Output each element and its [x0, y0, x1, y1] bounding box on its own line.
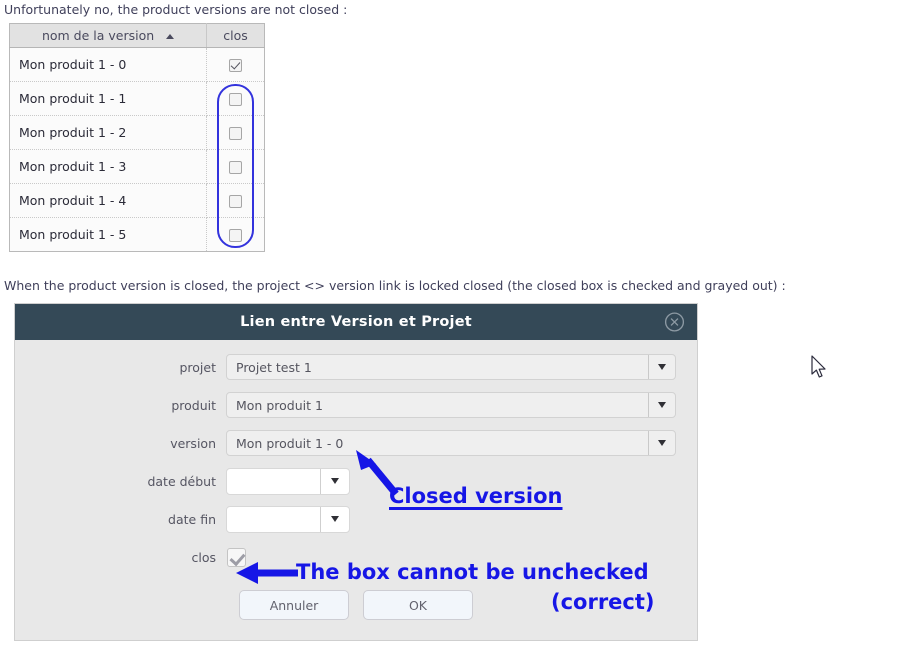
table-row[interactable]: Mon produit 1 - 2: [9, 115, 265, 150]
version-name-cell: Mon produit 1 - 5: [9, 217, 208, 252]
version-name-cell: Mon produit 1 - 0: [9, 47, 208, 82]
clos-checkbox-disabled: [227, 547, 246, 567]
chevron-down-icon: [658, 440, 666, 446]
checkbox-unchecked-icon[interactable]: [229, 127, 243, 140]
select-produit-arrow[interactable]: [648, 393, 675, 417]
dialog-header: Lien entre Version et Projet: [15, 304, 697, 340]
caption-top: Unfortunately no, the product versions a…: [4, 2, 348, 17]
form-row-date-debut: date début: [15, 467, 697, 495]
select-projet-value: Projet test 1: [236, 359, 312, 375]
table-row[interactable]: Mon produit 1 - 4: [9, 183, 265, 218]
select-produit[interactable]: Mon produit 1: [226, 392, 676, 418]
table-row[interactable]: Mon produit 1 - 0: [9, 47, 265, 82]
cancel-button[interactable]: Annuler: [239, 590, 349, 620]
dialog-title: Lien entre Version et Projet: [240, 314, 472, 330]
select-version-value: Mon produit 1 - 0: [236, 435, 344, 451]
date-debut-arrow[interactable]: [320, 468, 349, 494]
checkbox-checked-icon[interactable]: [229, 59, 243, 72]
version-closed-cell[interactable]: [206, 149, 265, 184]
select-projet-arrow[interactable]: [648, 355, 675, 379]
label-produit: produit: [171, 397, 216, 413]
version-closed-cell[interactable]: [206, 115, 265, 150]
form-row-version: version Mon produit 1 - 0: [15, 430, 697, 456]
chevron-down-icon: [331, 478, 339, 484]
label-projet: projet: [179, 359, 216, 375]
column-header-version-name-label: nom de la version: [41, 28, 155, 43]
label-version: version: [170, 435, 216, 451]
table-row[interactable]: Mon produit 1 - 5: [9, 217, 265, 252]
version-name-cell: Mon produit 1 - 4: [9, 183, 208, 218]
table-header-row: nom de la version clos: [9, 23, 265, 48]
checkbox-unchecked-icon[interactable]: [229, 195, 243, 208]
ok-button[interactable]: OK: [363, 590, 473, 620]
version-closed-cell[interactable]: [206, 81, 265, 116]
version-project-link-dialog: Lien entre Version et Projet projet Proj…: [14, 303, 698, 641]
dialog-button-bar: Annuler OK: [15, 590, 697, 624]
chevron-down-icon: [658, 364, 666, 370]
label-date-debut: date début: [147, 473, 216, 489]
column-header-closed-label: clos: [223, 28, 248, 43]
date-debut-input[interactable]: [226, 467, 350, 495]
column-header-closed[interactable]: clos: [206, 23, 265, 48]
dialog-body: projet Projet test 1 produit Mon produit…: [15, 340, 697, 640]
versions-table: nom de la version clos Mon produit 1 - 0…: [9, 23, 265, 252]
form-row-date-fin: date fin: [15, 505, 697, 533]
caption-middle: When the product version is closed, the …: [4, 278, 786, 293]
table-row[interactable]: Mon produit 1 - 1: [9, 81, 265, 116]
select-version[interactable]: Mon produit 1 - 0: [226, 430, 676, 456]
select-projet[interactable]: Projet test 1: [226, 354, 676, 380]
form-row-clos: clos: [15, 544, 697, 570]
version-name-cell: Mon produit 1 - 3: [9, 149, 208, 184]
annotation-correct: (correct): [551, 590, 655, 614]
annotation-cannot-uncheck: The box cannot be unchecked: [296, 560, 649, 584]
checkbox-unchecked-icon[interactable]: [229, 161, 243, 174]
version-closed-cell[interactable]: [206, 183, 265, 218]
checkbox-unchecked-icon[interactable]: [229, 93, 243, 106]
label-clos: clos: [191, 549, 216, 565]
annotation-closed-version: Closed version: [389, 484, 563, 508]
column-header-version-name[interactable]: nom de la version: [9, 23, 208, 48]
version-name-cell: Mon produit 1 - 1: [9, 81, 208, 116]
version-closed-cell[interactable]: [206, 47, 265, 82]
chevron-down-icon: [331, 516, 339, 522]
form-row-projet: projet Projet test 1: [15, 354, 697, 380]
select-version-arrow[interactable]: [648, 431, 675, 455]
checkbox-unchecked-icon[interactable]: [229, 229, 243, 242]
version-name-cell: Mon produit 1 - 2: [9, 115, 208, 150]
mouse-pointer-icon: [811, 355, 826, 378]
sort-ascending-icon: [166, 34, 175, 39]
close-circle-icon[interactable]: [664, 312, 685, 333]
label-date-fin: date fin: [168, 511, 216, 527]
date-fin-arrow[interactable]: [320, 506, 349, 532]
chevron-down-icon: [658, 402, 666, 408]
table-row[interactable]: Mon produit 1 - 3: [9, 149, 265, 184]
date-fin-input[interactable]: [226, 505, 350, 533]
version-closed-cell[interactable]: [206, 217, 265, 252]
form-row-produit: produit Mon produit 1: [15, 392, 697, 418]
select-produit-value: Mon produit 1: [236, 397, 323, 413]
